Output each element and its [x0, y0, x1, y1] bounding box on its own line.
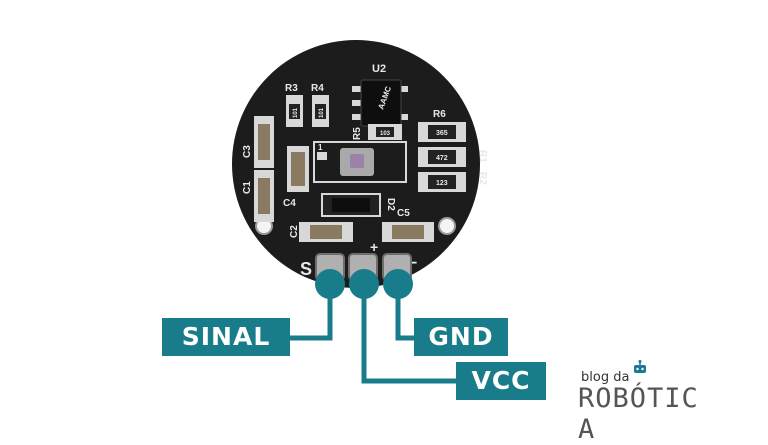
pin-dot-signal: [315, 269, 345, 299]
signal-pin-label: SINAL: [162, 318, 290, 356]
pin-mark-s: S: [300, 259, 312, 279]
resistor-r6-code: 365: [436, 130, 448, 137]
resistor-r1-code: 472: [436, 155, 448, 162]
label-r2: R2: [477, 172, 488, 185]
capacitor-c4: [287, 146, 309, 192]
label-c1: C1: [242, 181, 253, 194]
chip-u2: [352, 79, 408, 127]
resistor-r5: [368, 124, 402, 140]
label-u2: U2: [372, 63, 386, 75]
leader-line-vcc: [361, 286, 458, 384]
label-c3: C3: [242, 145, 253, 158]
resistor-r4-code: 101: [319, 107, 325, 118]
resistor-r3: [286, 95, 303, 127]
leader-line-signal: [290, 286, 333, 341]
resistor-r2-code: 123: [436, 180, 448, 187]
vcc-pin-label: VCC: [456, 362, 546, 400]
label-c5: C5: [397, 208, 410, 219]
capacitor-c5: [382, 222, 434, 242]
resistor-r6: [418, 122, 466, 142]
brand-main-text: ROBÓTIC A: [578, 383, 699, 445]
label-r6: R6: [433, 109, 446, 120]
capacitor-c2: [299, 222, 353, 242]
resistor-r2: [418, 172, 466, 192]
label-r1: R1: [477, 150, 488, 163]
resistor-r5-code: 103: [380, 131, 391, 137]
pin-mark-plus: +: [370, 239, 378, 255]
leader-line-gnd: [395, 286, 416, 341]
label-r4: R4: [311, 83, 324, 94]
diode-d2: [321, 193, 381, 217]
brand-logo: blog da ROBÓTIC A: [578, 360, 728, 445]
pin-dot-vcc: [349, 269, 379, 299]
resistor-r1: [418, 147, 466, 167]
brand-top-text: blog da: [581, 370, 630, 385]
label-c2: C2: [289, 225, 300, 238]
pin-dot-gnd: [383, 269, 413, 299]
label-d2: D2: [385, 198, 396, 211]
label-c4: C4: [283, 198, 296, 209]
label-r5: R5: [352, 127, 363, 140]
label-r3: R3: [285, 83, 298, 94]
sensor-led: [313, 141, 407, 183]
capacitor-c1: [254, 170, 274, 222]
mounting-hole-right: [438, 217, 456, 235]
label-r-center: 1: [318, 143, 323, 152]
resistor-r3-code: 101: [293, 107, 299, 118]
pin-mark-minus: −: [408, 255, 417, 272]
gnd-pin-label: GND: [414, 318, 508, 356]
robot-head-icon: [634, 360, 646, 373]
capacitor-c3: [254, 116, 274, 168]
resistor-r4: [312, 95, 329, 127]
sensor-diagram: AAMC U2 R3 R4 101 101 103 R5 R6 365 472 …: [232, 40, 488, 384]
